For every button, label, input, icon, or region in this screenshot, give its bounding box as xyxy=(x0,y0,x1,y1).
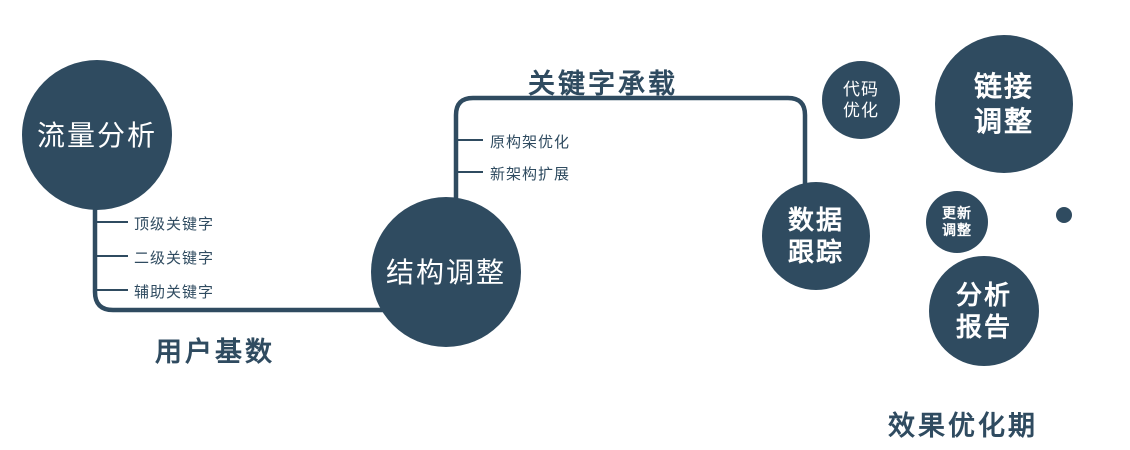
node-analysis-report-label-line2: 报告 xyxy=(955,312,1012,342)
node-update-adjustment: 更新 调整 xyxy=(926,191,988,253)
branch-label-secondary-keywords: 二级关键字 xyxy=(134,250,215,267)
branch-label-top-keywords: 顶级关键字 xyxy=(134,216,215,233)
node-code-optimization-label-line2: 优化 xyxy=(843,101,879,120)
node-structure-adjustment: 结构调整 xyxy=(371,197,521,347)
node-update-adjustment-label-line1: 更新 xyxy=(942,204,972,221)
node-data-tracking-label-line2: 跟踪 xyxy=(787,237,844,267)
edge-structure-to-tracking xyxy=(453,95,808,200)
edge-label-keyword-carry: 关键字承载 xyxy=(528,69,678,99)
edge-label-user-base: 用户基数 xyxy=(155,337,275,367)
node-link-adjustment-label-line1: 链接 xyxy=(973,71,1034,102)
node-link-adjustment-label-line2: 调整 xyxy=(973,106,1034,137)
node-link-adjustment: 链接 调整 xyxy=(935,35,1073,173)
node-data-tracking-label-line1: 数据 xyxy=(787,204,844,235)
node-data-tracking: 数据 跟踪 xyxy=(762,182,870,290)
node-analysis-report: 分析 报告 xyxy=(929,256,1039,366)
node-update-adjustment-label-line2: 调整 xyxy=(942,222,972,238)
branch-label-original-framework-optimization: 原构架优化 xyxy=(490,134,571,151)
node-structure-adjustment-label: 结构调整 xyxy=(385,256,506,288)
node-traffic-analysis: 流量分析 xyxy=(22,60,172,210)
branch-label-new-framework-expansion: 新架构扩展 xyxy=(490,166,571,183)
node-code-optimization-label-line1: 代码 xyxy=(843,79,879,99)
branch-label-auxiliary-keywords: 辅助关键字 xyxy=(134,284,215,301)
node-traffic-analysis-label: 流量分析 xyxy=(36,119,157,151)
edge-traffic-to-structure xyxy=(92,195,390,313)
node-code-optimization: 代码 优化 xyxy=(822,61,900,139)
node-analysis-report-label-line1: 分析 xyxy=(955,279,1012,310)
small-dot-marker xyxy=(1056,207,1072,223)
footer-label-effect-optimization-period: 效果优化期 xyxy=(888,411,1038,441)
